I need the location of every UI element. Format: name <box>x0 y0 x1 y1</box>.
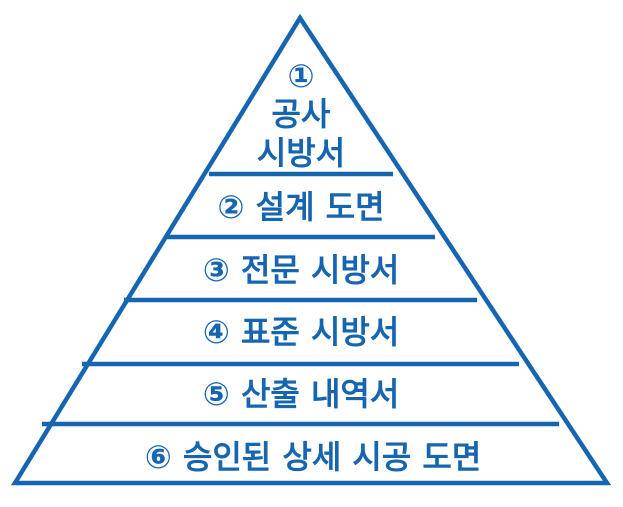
tier-3-label: ③ 전문 시방서 <box>203 251 400 289</box>
tier-1-line-1: ① <box>287 57 314 95</box>
tier-1-line-3: 시방서 <box>257 134 345 172</box>
tier-2-label: ② 설계 도면 <box>217 188 384 226</box>
tier-6-label: ⑥ 승인된 상세 시공 도면 <box>145 438 482 476</box>
pyramid-outline <box>10 13 612 486</box>
tier-1-line-2: 공사 <box>272 95 331 133</box>
tier-4-label: ④ 표준 시방서 <box>203 313 400 351</box>
tier-5-label: ⑤ 산출 내역서 <box>203 375 400 413</box>
